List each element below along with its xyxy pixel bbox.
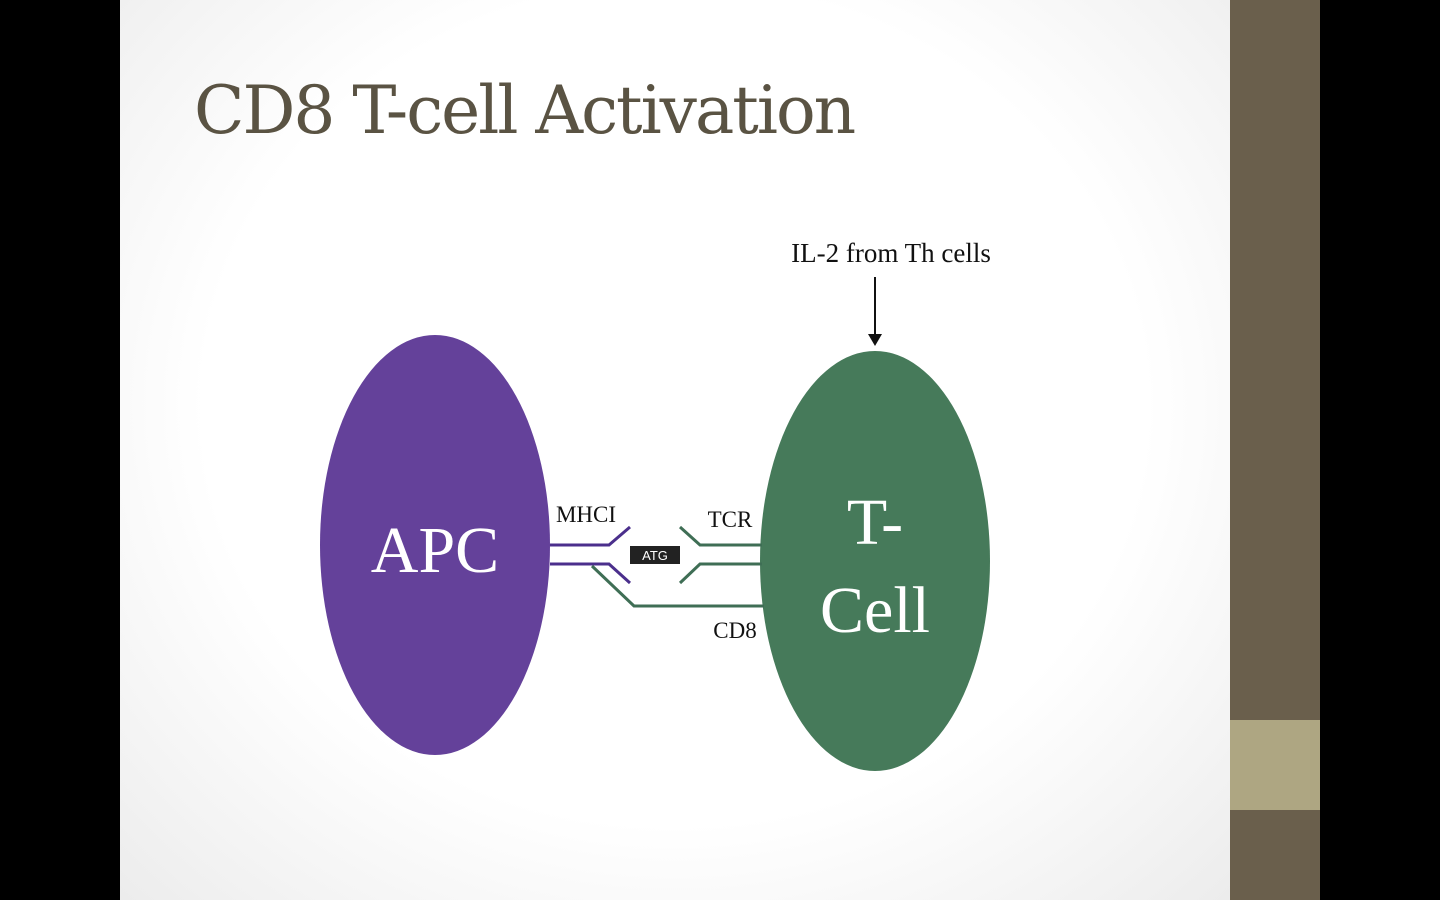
- apc-cell: [320, 335, 550, 755]
- il2-label: IL-2 from Th cells: [791, 238, 991, 268]
- t-cell-label-line2: Cell: [820, 574, 930, 647]
- mhci-label: MHCI: [556, 502, 616, 527]
- il2-arrow: [868, 277, 882, 346]
- t-cell-label-line1: T-: [847, 486, 903, 559]
- tcr-receptor: [678, 525, 762, 585]
- mhci-receptor: [550, 525, 632, 585]
- t-cell: [760, 351, 990, 771]
- slide-title: CD8 T-cell Activation: [194, 72, 856, 149]
- antigen-box: [630, 546, 680, 564]
- cd8-label: CD8: [713, 618, 756, 643]
- side-decoration-accent: [1230, 720, 1320, 810]
- apc-label: APC: [371, 514, 499, 587]
- slide-background: [120, 0, 1230, 900]
- cd8-coreceptor: [590, 564, 764, 608]
- antigen-label: ATG: [642, 548, 668, 563]
- tcr-label: TCR: [708, 507, 753, 532]
